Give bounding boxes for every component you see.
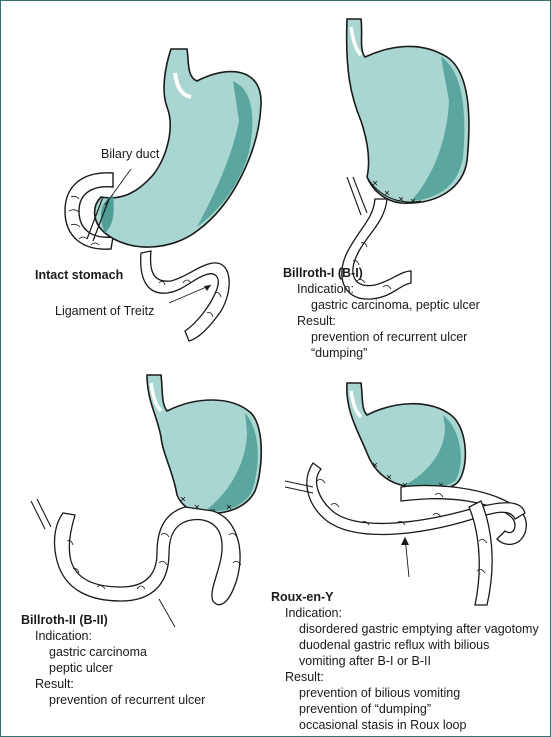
billroth-i-result-label: Result: (297, 314, 336, 328)
roux-en-y-caption: Roux-en-Y Indication: disordered gastric… (271, 589, 539, 733)
billroth-i-indication-item: gastric carcinoma, peptic ulcer (311, 298, 480, 312)
billroth-i-caption: Billroth-I (B-I) Indication: gastric car… (283, 265, 480, 361)
billroth-ii-title: Billroth-II (B-II) (21, 613, 108, 627)
billroth-ii-caption: Billroth-II (B-II) Indication: gastric c… (21, 612, 205, 708)
ligament-of-treitz-label: Ligament of Treitz (55, 304, 155, 318)
roux-en-y-indication-label: Indication: (285, 606, 342, 620)
roux-en-y-result-label: Result: (285, 670, 324, 684)
billroth-i-result-item: “dumping” (311, 346, 368, 360)
billroth-i-duodenum (341, 198, 412, 300)
billroth-ii-indication-item: peptic ulcer (49, 661, 113, 675)
billroth-i-title: Billroth-I (B-I) (283, 266, 363, 280)
billroth-i-illustration (341, 18, 470, 300)
bilary-duct-label: Bilary duct (101, 147, 160, 161)
roux-en-y-result-item: occasional stasis in Roux loop (299, 718, 467, 732)
roux-en-y-title: Roux-en-Y (271, 590, 334, 604)
intact-stomach-illustration (64, 48, 262, 342)
billroth-i-indication-label: Indication: (297, 282, 354, 296)
billroth-ii-jejunal-loop (53, 506, 241, 606)
roux-en-y-illustration (284, 382, 527, 606)
billroth-ii-result-item: prevention of recurrent ulcer (49, 693, 206, 707)
billroth-i-result-item: prevention of recurrent ulcer (311, 330, 468, 344)
duodenum (64, 172, 114, 250)
billroth-ii-result-label: Result: (35, 677, 74, 691)
roux-en-y-indication-item: duodenal gastric reflux with bilious (299, 638, 490, 652)
roux-limb (400, 484, 527, 545)
billroth-ii-indication-item: gastric carcinoma (49, 645, 147, 659)
intact-stomach-title: Intact stomach (35, 268, 124, 282)
jejunum (140, 250, 230, 342)
roux-en-y-indication-item: disordered gastric emptying after vagoto… (299, 622, 539, 636)
roux-en-y-result-item: prevention of bilious vomiting (299, 686, 461, 700)
billroth-ii-indication-label: Indication: (35, 629, 92, 643)
roux-en-y-result-item: prevention of “dumping” (299, 702, 432, 716)
billroth-ii-illustration (30, 374, 263, 628)
roux-en-y-indication-item: vomiting after B-I or B-II (299, 654, 431, 668)
billroth-ii-stomach (146, 374, 263, 515)
